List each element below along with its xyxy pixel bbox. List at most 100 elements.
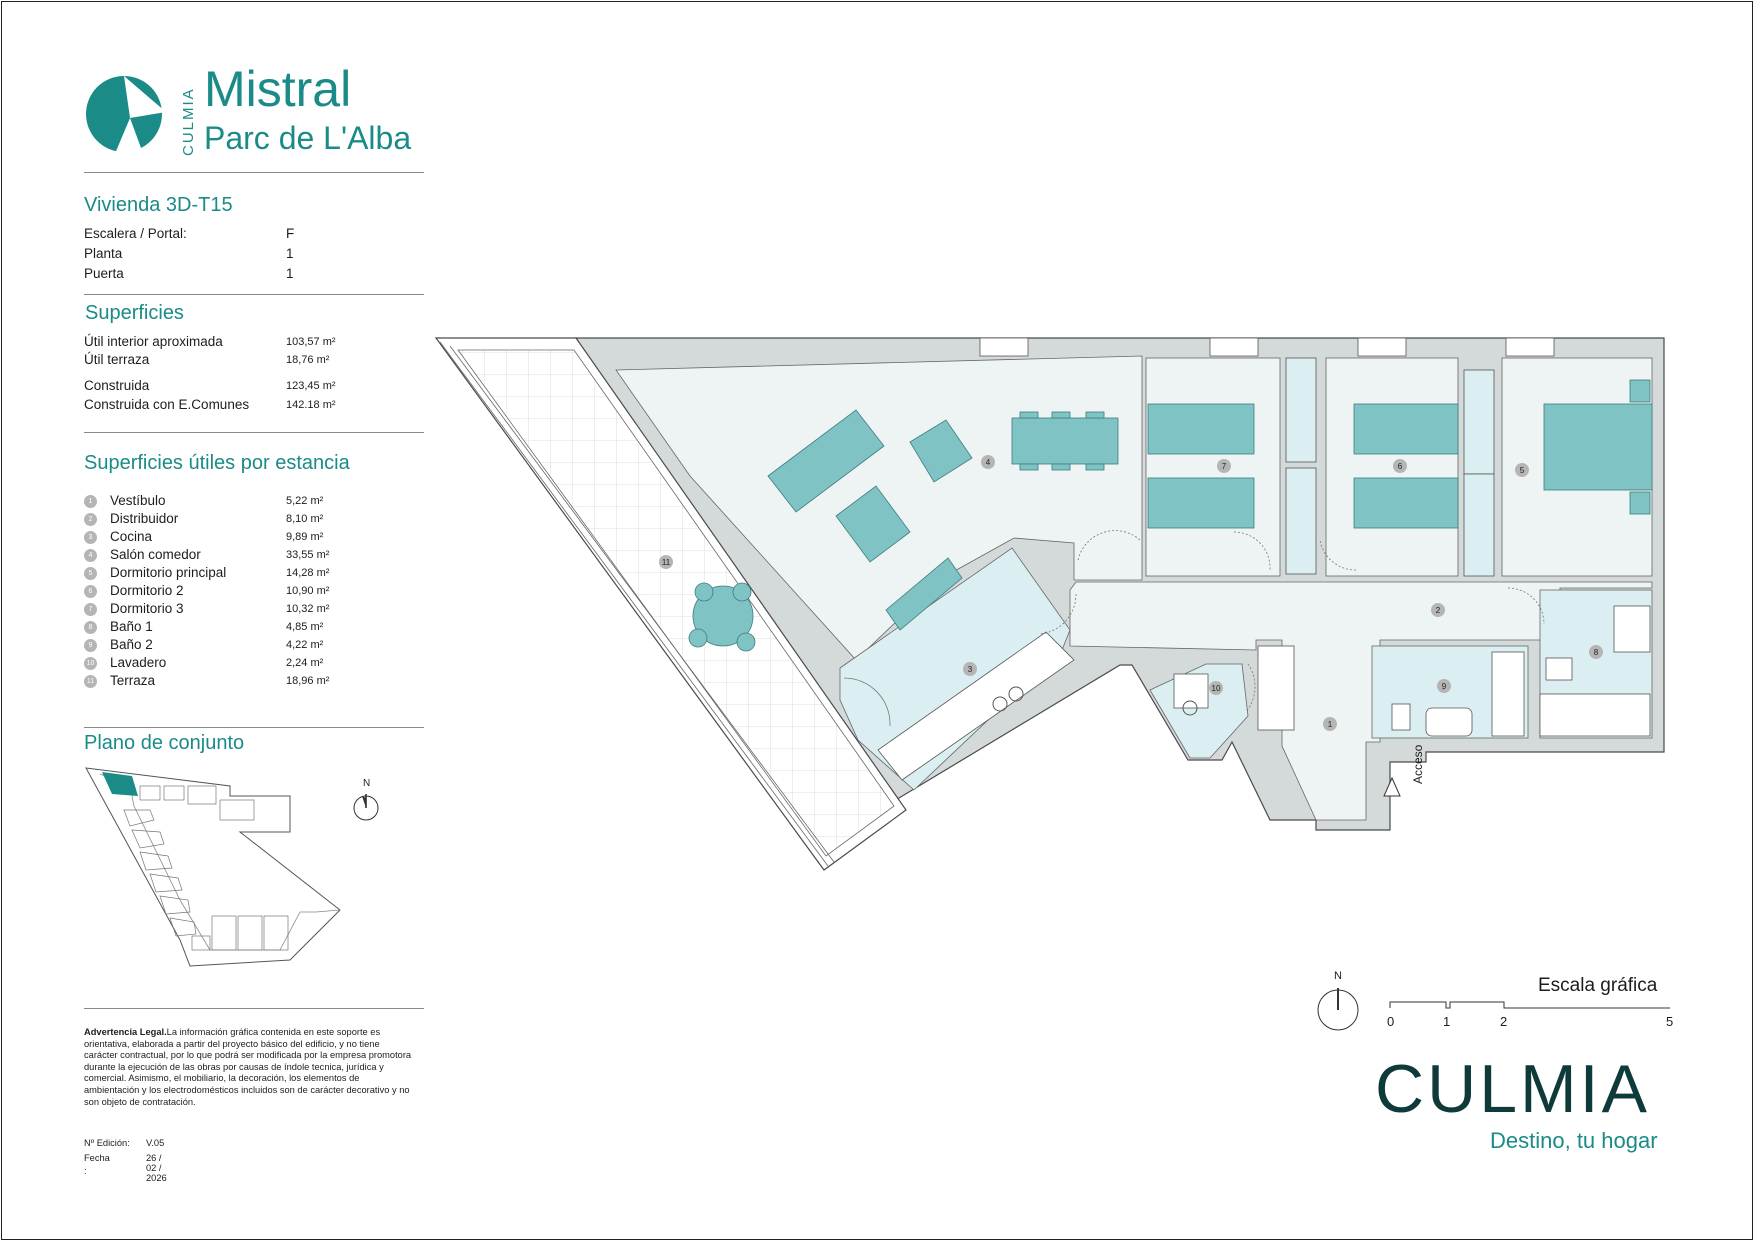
room-area: 10,90 m² <box>286 585 330 597</box>
room-name: Baño 1 <box>110 619 153 634</box>
edition-row: Nº Edición:V.05 <box>84 1138 165 1148</box>
room-name: Dormitorio 2 <box>110 583 184 598</box>
room-area: 10,32 m² <box>286 603 330 615</box>
room-number-badge: 6 <box>84 585 97 598</box>
access-label: Acceso <box>1411 744 1425 784</box>
room-number-badge: 9 <box>84 639 97 652</box>
room-mark-label: 7 <box>1222 462 1227 471</box>
room-mark-8 <box>1589 645 1603 659</box>
room-mark-label: 8 <box>1594 648 1599 657</box>
rooms-title: Superficies útiles por estancia <box>84 452 350 474</box>
room-number-badge: 7 <box>84 603 97 616</box>
room-dormitorio-3 <box>1145 357 1281 577</box>
legal-notice: Advertencia Legal.La información gráfica… <box>84 1027 412 1107</box>
coffee-table <box>835 485 911 563</box>
room-number-badge: 3 <box>84 531 97 544</box>
mistral-logo-icon <box>86 76 166 156</box>
bed-dormitorio-2-b <box>1353 477 1459 529</box>
tv-unit <box>885 557 963 631</box>
room-area: 8,10 m² <box>286 513 324 525</box>
bed-principal <box>1543 403 1653 491</box>
room-name: Distribuidor <box>110 511 179 526</box>
kitchen-counter <box>877 631 1075 781</box>
room-mark-2 <box>1431 603 1445 617</box>
access-arrow-icon <box>1383 776 1401 797</box>
room-mark-1 <box>1323 717 1337 731</box>
room-mark-7 <box>1217 459 1231 473</box>
room-area: 5,22 m² <box>286 495 324 507</box>
room-number-badge: 1 <box>84 495 97 508</box>
room-area: 4,22 m² <box>286 639 324 651</box>
room-mark-label: 4 <box>986 458 991 467</box>
room-area: 2,24 m² <box>286 657 324 669</box>
project-subtitle: Parc de L'Alba <box>204 120 412 156</box>
room-mark-4 <box>981 455 995 469</box>
room-name: Dormitorio 3 <box>110 601 184 616</box>
divider <box>84 294 424 295</box>
room-mark-5 <box>1515 463 1529 477</box>
divider <box>84 432 424 433</box>
room-dormitorio-2 <box>1325 357 1459 577</box>
room-name: Vestíbulo <box>110 493 166 508</box>
room-number-badge: 11 <box>84 675 97 688</box>
room-name: Lavadero <box>110 655 167 670</box>
room-mark-label: 1 <box>1328 720 1333 729</box>
bed-dormitorio-3-b <box>1147 477 1255 529</box>
room-name: Terraza <box>110 673 156 688</box>
room-distribuidor <box>1069 581 1653 821</box>
room-mark-label: 6 <box>1398 462 1403 471</box>
culmia-tagline: Destino, tu hogar <box>1490 1128 1658 1153</box>
site-plan-north-label: N <box>363 778 371 789</box>
graphic-scale-bar <box>1389 1001 1670 1009</box>
scale-tick-2: 2 <box>1500 1014 1508 1029</box>
surfaces-title: Superficies <box>85 302 184 324</box>
culmia-brand: CULMIA <box>1375 1051 1650 1127</box>
room-mark-10 <box>1209 681 1223 695</box>
sofa <box>767 409 885 513</box>
room-area: 9,89 m² <box>286 531 324 543</box>
room-mark-label: 3 <box>968 665 973 674</box>
divider <box>84 727 424 728</box>
terrace-table <box>692 585 754 647</box>
trailing-mark: : <box>84 1166 87 1176</box>
scale-tick-1: 1 <box>1443 1014 1451 1029</box>
scale-title: Escala gráfica <box>1538 975 1658 996</box>
north-arrow-icon <box>1317 988 1359 1031</box>
room-number-badge: 2 <box>84 513 97 526</box>
armchair <box>909 419 973 483</box>
room-mark-label: 9 <box>1442 682 1447 691</box>
project-name: Mistral <box>204 61 352 117</box>
room-mark-label: 11 <box>662 558 671 567</box>
room-mark-label: 5 <box>1520 466 1525 475</box>
divider <box>84 1008 424 1009</box>
unit-title: Vivienda 3D-T15 <box>84 194 233 216</box>
room-name: Baño 2 <box>110 637 153 652</box>
bed-dormitorio-2-a <box>1353 403 1459 455</box>
site-plan-north-icon <box>353 794 379 821</box>
room-number-badge: 5 <box>84 567 97 580</box>
room-mark-3 <box>963 662 977 676</box>
bed-dormitorio-3-a <box>1147 403 1255 455</box>
divider <box>84 172 424 173</box>
room-area: 4,85 m² <box>286 621 324 633</box>
room-mark-label: 10 <box>1212 684 1221 693</box>
room-number-badge: 8 <box>84 621 97 634</box>
plan-north-label: N <box>1334 970 1342 982</box>
room-mark-6 <box>1393 459 1407 473</box>
room-area: 33,55 m² <box>286 549 330 561</box>
room-mark-11 <box>659 555 673 569</box>
scale-tick-0: 0 <box>1387 1014 1395 1029</box>
scale-tick-5: 5 <box>1666 1014 1674 1029</box>
room-area: 18,96 m² <box>286 675 330 687</box>
site-plan-title: Plano de conjunto <box>84 732 245 754</box>
site-plan-map <box>85 767 341 967</box>
room-name: Cocina <box>110 529 153 544</box>
room-number-badge: 10 <box>84 657 97 670</box>
room-mark-label: 2 <box>1436 606 1441 615</box>
room-number-badge: 4 <box>84 549 97 562</box>
room-mark-9 <box>1437 679 1451 693</box>
room-name: Salón comedor <box>110 547 201 562</box>
